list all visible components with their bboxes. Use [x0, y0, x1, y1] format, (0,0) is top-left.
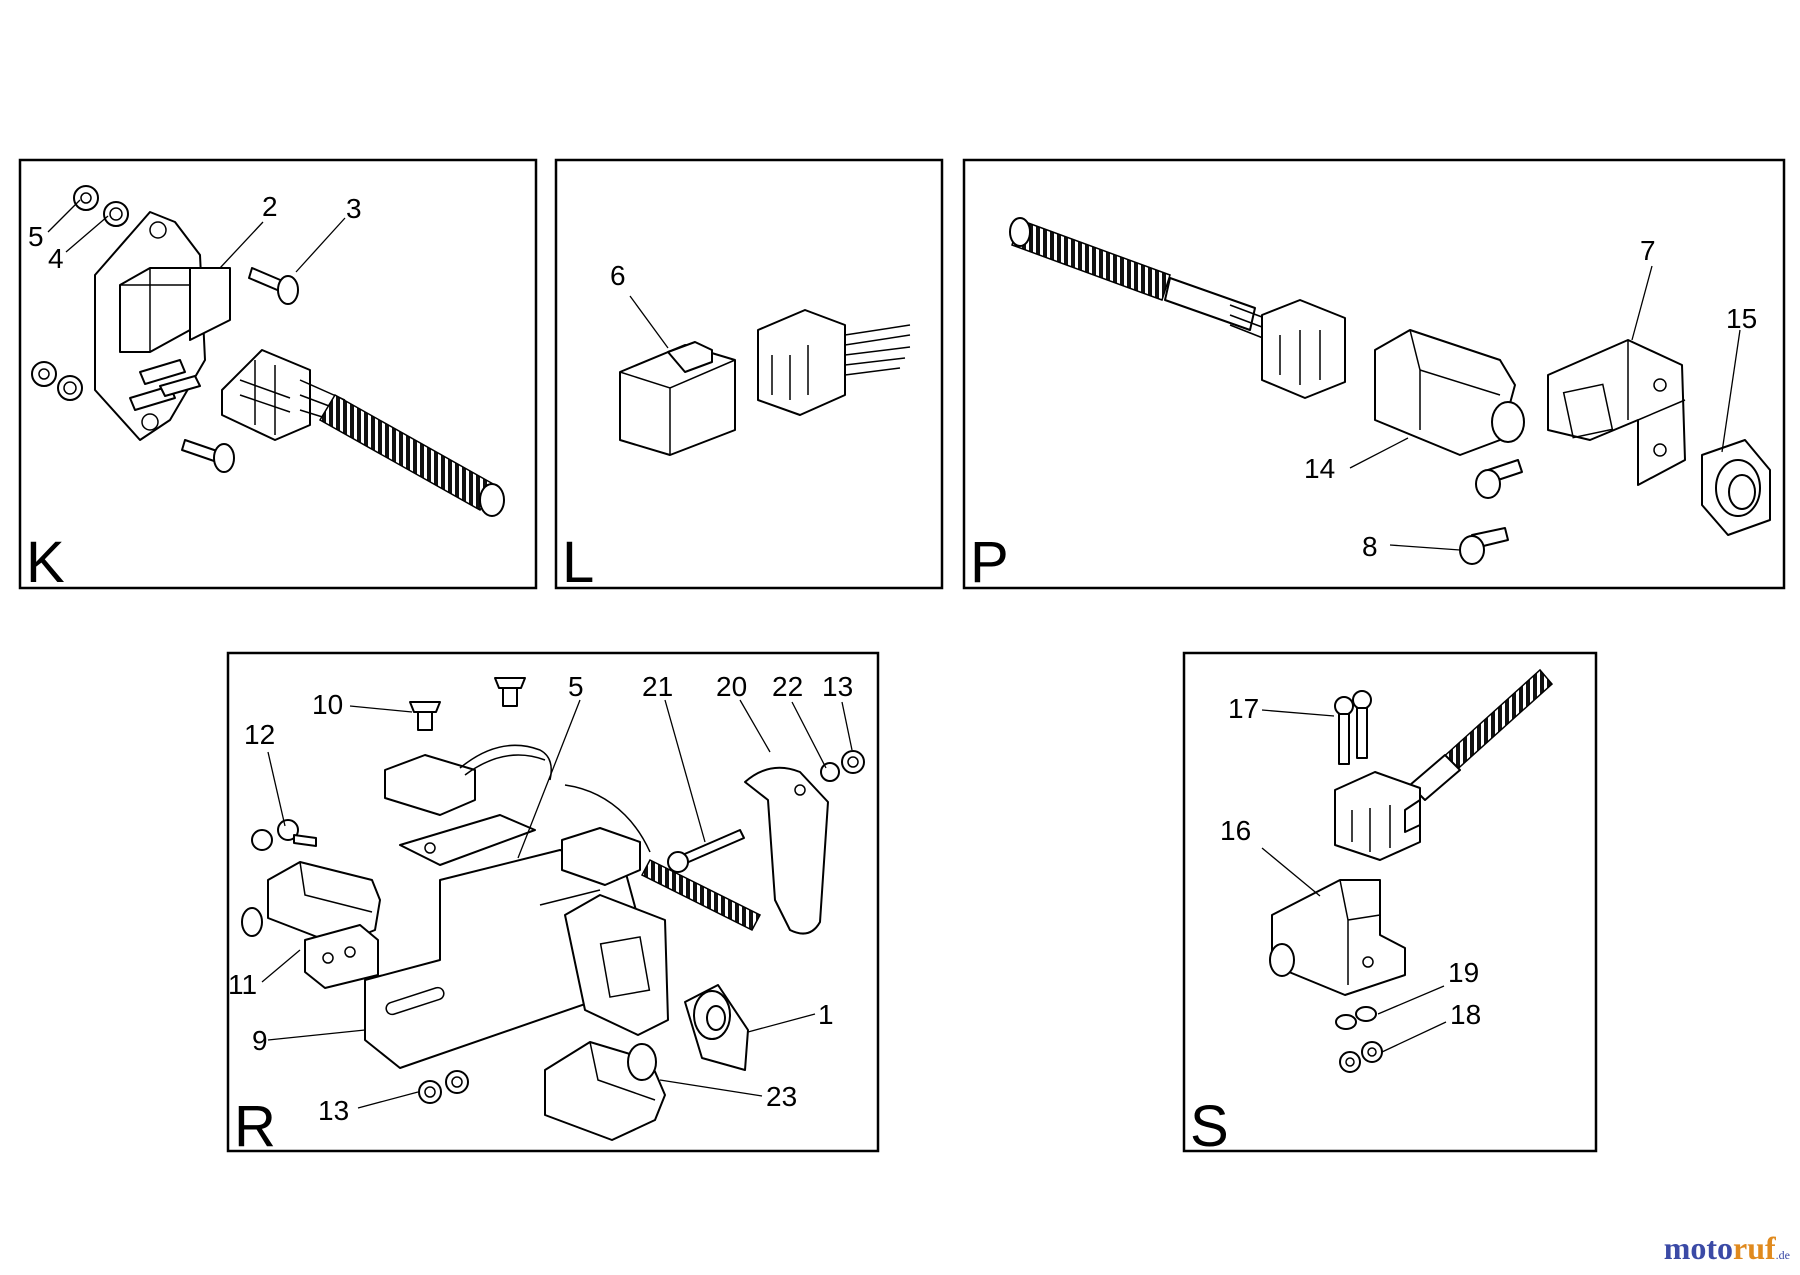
panel-letter-p: P [970, 530, 1009, 595]
callout-r-9: 9 [252, 1025, 268, 1056]
callout-s-16: 16 [1220, 815, 1251, 846]
panel-letter-r: R [234, 1094, 276, 1159]
callout-k-4: 4 [48, 243, 64, 274]
callout-p-7: 7 [1640, 235, 1656, 266]
callout-r-23: 23 [766, 1081, 797, 1112]
callout-p-8: 8 [1362, 531, 1378, 562]
callout-p-15: 15 [1726, 303, 1757, 334]
callout-r-5: 5 [568, 671, 584, 702]
callout-p-14: 14 [1304, 453, 1335, 484]
callout-r-22: 22 [772, 671, 803, 702]
callout-r-1: 1 [818, 999, 834, 1030]
callout-s-18: 18 [1450, 999, 1481, 1030]
callout-r-11: 11 [228, 969, 257, 1000]
watermark-part2: ruf [1733, 1230, 1776, 1266]
callout-k-5: 5 [28, 221, 44, 252]
callout-r-20: 20 [716, 671, 747, 702]
panel-r: 10 5 21 20 22 13 12 11 9 1 23 13 R [226, 651, 880, 1159]
callout-r-12: 12 [244, 719, 275, 750]
callout-r-13-bottom: 13 [318, 1095, 349, 1126]
callout-r-21: 21 [642, 671, 673, 702]
watermark-part1: moto [1663, 1230, 1734, 1266]
panel-l: 6 L [554, 158, 944, 595]
panel-s: 17 16 19 18 S [1182, 651, 1598, 1159]
callout-l-6: 6 [610, 260, 626, 291]
callout-s-17: 17 [1228, 693, 1259, 724]
panel-letter-k: K [26, 530, 65, 595]
callout-r-13-top: 13 [822, 671, 853, 702]
callout-r-10: 10 [312, 689, 343, 720]
callout-k-2: 2 [262, 191, 278, 222]
watermark-logo: motoruf.de [1664, 1230, 1790, 1267]
watermark-suffix: .de [1775, 1248, 1790, 1262]
panel-letter-s: S [1190, 1094, 1229, 1159]
panel-k: 5 4 2 3 K [18, 158, 538, 595]
panel-p: 7 15 14 8 P [962, 158, 1786, 595]
callout-s-19: 19 [1448, 957, 1479, 988]
callout-k-3: 3 [346, 193, 362, 224]
panel-letter-l: L [562, 530, 594, 595]
